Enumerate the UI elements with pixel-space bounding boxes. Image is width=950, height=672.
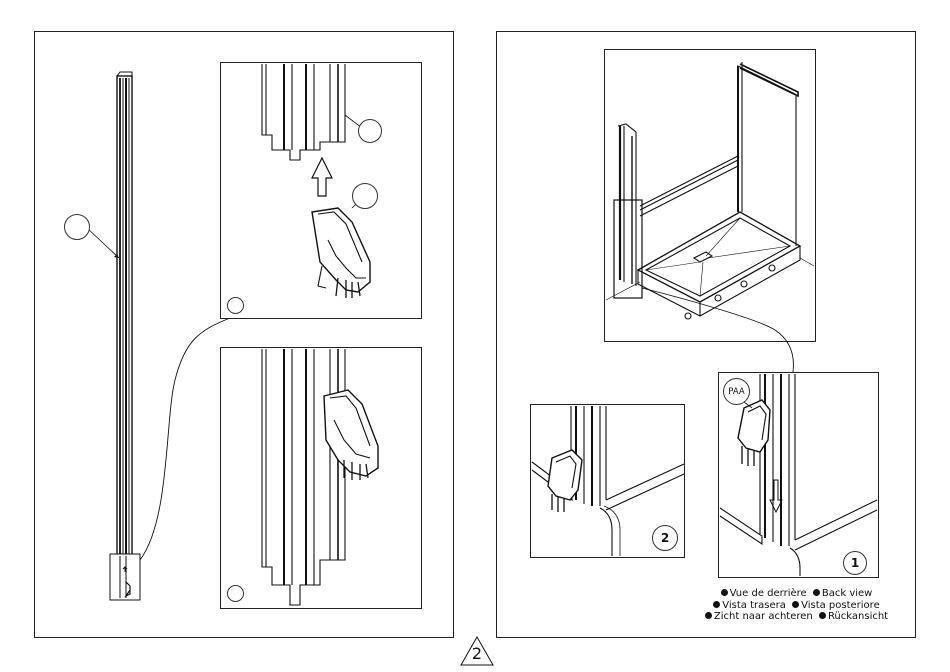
legend-row: Vista trasera Vista posteriore bbox=[680, 600, 910, 612]
legend-en: Back view bbox=[822, 588, 872, 599]
paa-part-label: PAA bbox=[723, 378, 750, 405]
legend-row: Zicht naar achteren Rückansicht bbox=[680, 611, 910, 623]
legend-es: Vista trasera bbox=[722, 600, 786, 611]
legend-it: Vista posteriore bbox=[801, 600, 880, 611]
detail-1-step-badge: 1 bbox=[843, 551, 867, 575]
page-number: 2 bbox=[460, 636, 494, 666]
bullet-icon bbox=[819, 612, 826, 619]
view-legend: Vue de derrière Back view Vista trasera … bbox=[680, 588, 910, 623]
bullet-icon bbox=[713, 601, 720, 608]
page-number-text: 2 bbox=[460, 644, 494, 663]
bullet-icon bbox=[792, 601, 799, 608]
bullet-icon bbox=[813, 589, 820, 596]
legend-row: Vue de derrière Back view bbox=[680, 588, 910, 600]
legend-de: Rückansicht bbox=[828, 611, 888, 622]
bullet-icon bbox=[721, 589, 728, 596]
bullet-icon bbox=[705, 612, 712, 619]
legend-nl: Zicht naar achteren bbox=[714, 611, 813, 622]
legend-fr: Vue de derrière bbox=[730, 588, 807, 599]
